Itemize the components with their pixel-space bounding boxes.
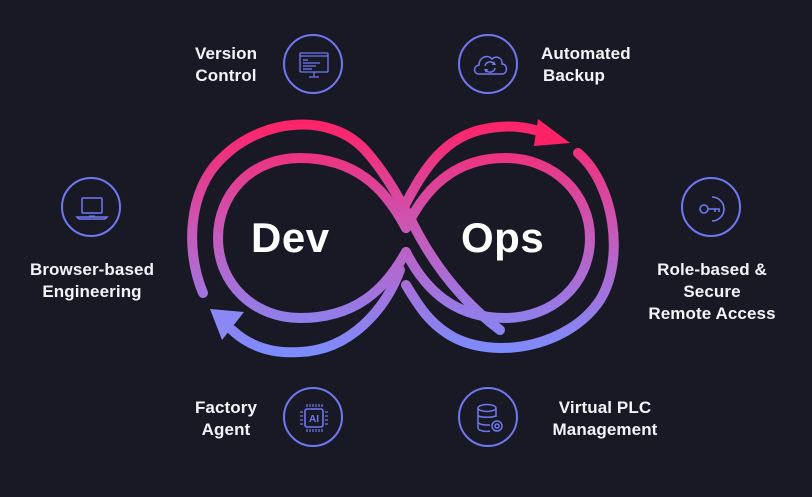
- monitor-code-icon: [283, 34, 343, 94]
- arrow-right-head: [534, 119, 570, 146]
- feature-virtual-plc-management-label: Virtual PLC Management: [552, 397, 658, 441]
- svg-text:AI: AI: [309, 414, 319, 425]
- ai-chip-icon: AI: [283, 387, 343, 447]
- outer-bottom-left-path: [227, 265, 405, 358]
- label-line: Secure: [683, 282, 741, 301]
- label-line: Management: [552, 420, 658, 439]
- label-line: Version: [194, 44, 258, 63]
- inner-dev-path: [212, 152, 411, 324]
- feature-version-control-label: Version Control: [190, 43, 262, 87]
- label-line: Role-based &: [657, 260, 767, 279]
- cloud-sync-icon: [458, 34, 518, 94]
- arrow-left-head: [210, 309, 244, 340]
- laptop-icon: [61, 177, 121, 237]
- label-line: Virtual PLC: [558, 398, 652, 417]
- database-gear-icon: [458, 387, 518, 447]
- feature-factory-agent-label: Factory Agent: [192, 397, 260, 441]
- label-line: Engineering: [42, 282, 142, 301]
- dev-label: Dev: [251, 214, 330, 261]
- feature-automated-backup-label: Automated Backup: [541, 43, 631, 87]
- label-line: Automated: [541, 44, 631, 63]
- label-line: Agent: [201, 420, 251, 439]
- label-line: Backup: [543, 66, 606, 85]
- label-line: Browser-based: [29, 260, 155, 279]
- feature-role-based-remote-access-label: Role-based & Secure Remote Access: [644, 259, 780, 325]
- key-icon: [681, 177, 741, 237]
- outer-left-path: [187, 119, 505, 335]
- ops-label: Ops: [461, 214, 545, 261]
- label-line: Remote Access: [648, 304, 776, 323]
- outer-right-path: [401, 148, 619, 353]
- feature-browser-based-engineering-label: Browser-based Engineering: [24, 259, 160, 303]
- inner-ops-path: [401, 152, 596, 324]
- outer-top-right-path: [395, 121, 550, 220]
- label-line: Factory: [194, 398, 258, 417]
- label-line: Control: [195, 66, 257, 85]
